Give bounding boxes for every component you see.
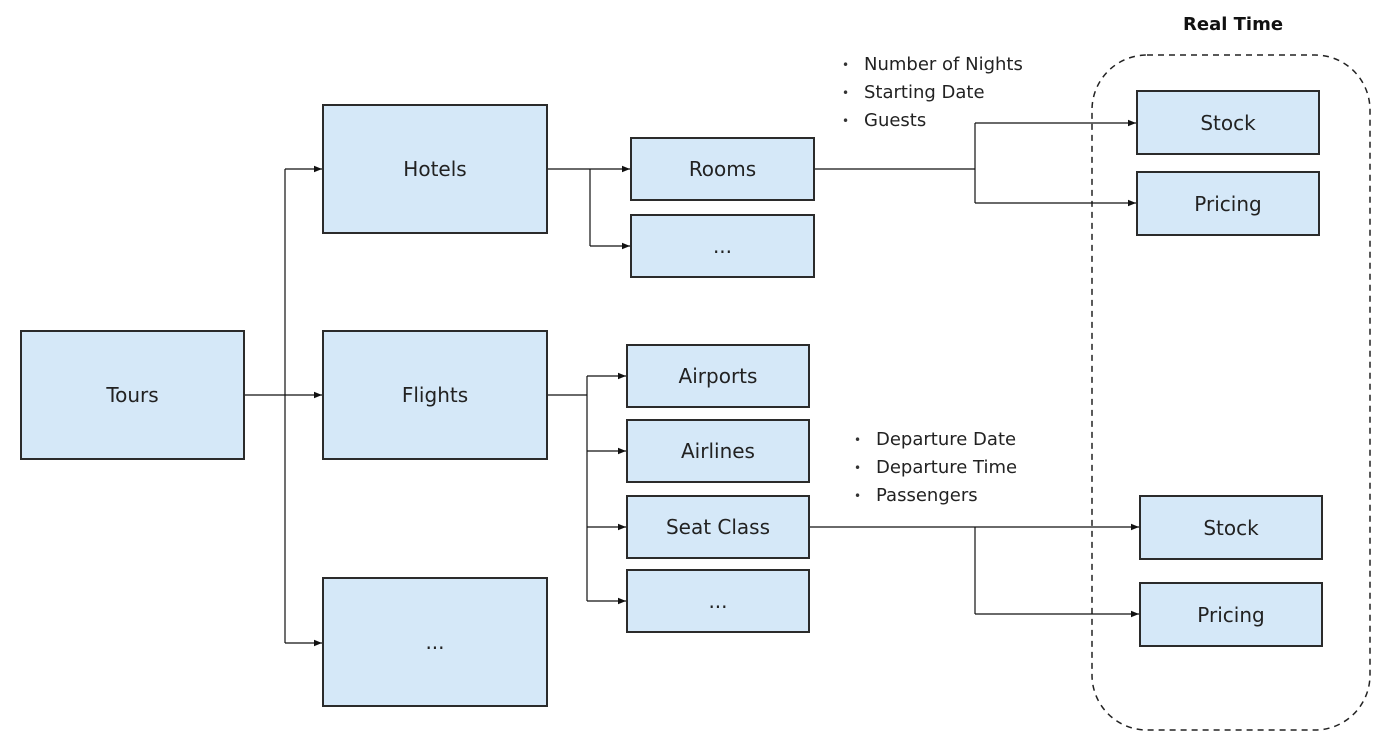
rooms-params-list: Number of Nights Starting Date Guests bbox=[842, 51, 1023, 135]
hotels-more-node: ... bbox=[630, 214, 815, 278]
flights-more-node: ... bbox=[626, 569, 810, 633]
rooms-stock-node: Stock bbox=[1136, 90, 1320, 155]
rooms-param-item: Guests bbox=[842, 107, 1023, 135]
seat-class-stock-node: Stock bbox=[1139, 495, 1323, 560]
airlines-node: Airlines bbox=[626, 419, 810, 483]
rooms-pricing-node: Pricing bbox=[1136, 171, 1320, 236]
seat-class-node: Seat Class bbox=[626, 495, 810, 559]
tours-node: Tours bbox=[20, 330, 245, 460]
rooms-param-item: Starting Date bbox=[842, 79, 1023, 107]
seat-class-pricing-node: Pricing bbox=[1139, 582, 1323, 647]
rooms-node: Rooms bbox=[630, 137, 815, 201]
seat-param-item: Departure Date bbox=[854, 426, 1017, 454]
real-time-group-border bbox=[1091, 54, 1371, 731]
seat-params-list: Departure Date Departure Time Passengers bbox=[854, 426, 1017, 510]
seat-param-item: Departure Time bbox=[854, 454, 1017, 482]
airports-node: Airports bbox=[626, 344, 810, 408]
real-time-title: Real Time bbox=[1183, 14, 1284, 35]
seat-param-item: Passengers bbox=[854, 482, 1017, 510]
tours-more-node: ... bbox=[322, 577, 548, 707]
rooms-param-item: Number of Nights bbox=[842, 51, 1023, 79]
hotels-node: Hotels bbox=[322, 104, 548, 234]
flights-node: Flights bbox=[322, 330, 548, 460]
